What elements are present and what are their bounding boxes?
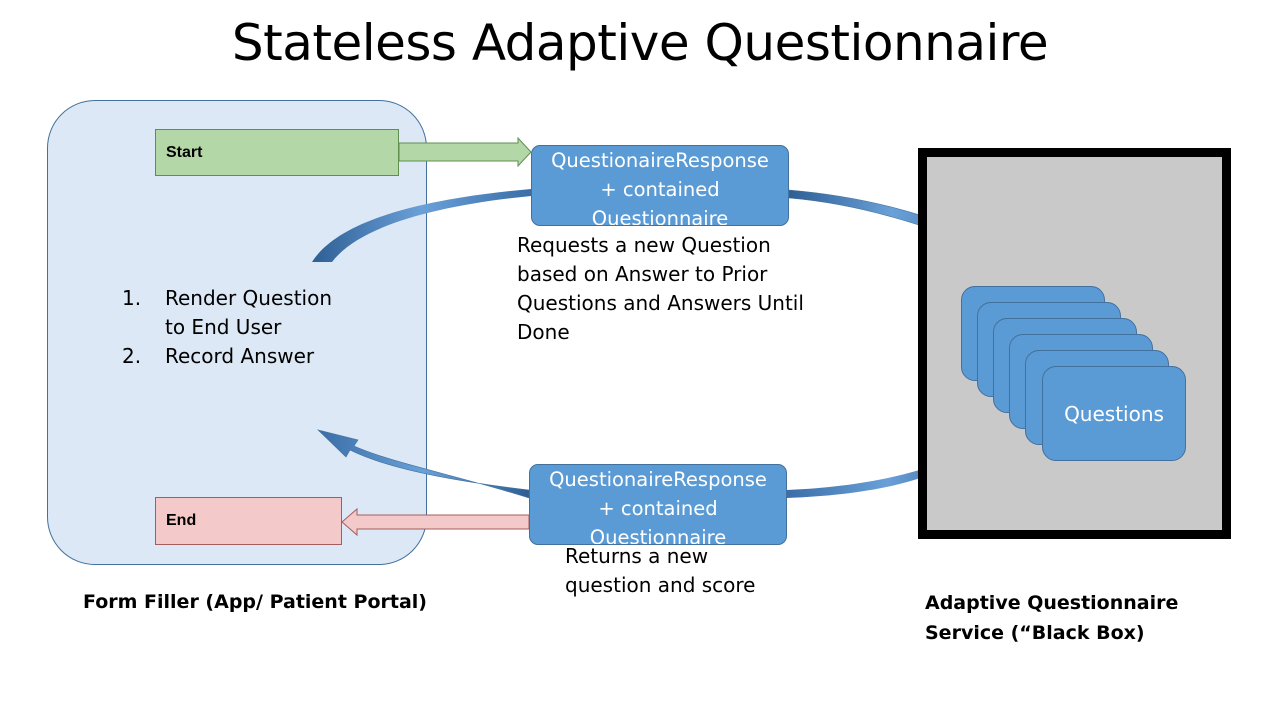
questions-card: Questions [1042, 366, 1186, 461]
message-line: QuestionaireResponse [551, 149, 769, 172]
form-filler-panel [47, 100, 427, 565]
start-arrow [398, 136, 532, 168]
request-caption: Requests a new Question based on Answer … [517, 231, 817, 347]
message-line: Questionnaire [591, 207, 729, 226]
start-box: Start [155, 129, 399, 176]
service-caption: Adaptive Questionnaire Service (“Black B… [925, 588, 1225, 648]
step-text-line: Render Question [165, 286, 333, 310]
step-number: 1. [122, 286, 142, 310]
message-line: + contained [600, 178, 720, 201]
caption-line: Questions and Answers Until [517, 291, 804, 315]
end-box: End [155, 497, 342, 545]
caption-line: based on Answer to Prior [517, 262, 768, 286]
page-title: Stateless Adaptive Questionnaire [231, 14, 1049, 72]
step-text-line: Record Answer [165, 344, 315, 368]
response-message-box: QuestionaireResponse + contained Questio… [529, 464, 787, 545]
request-curve-left [312, 189, 531, 262]
response-caption: Returns a new question and score [565, 542, 785, 600]
request-message-box: QuestionaireResponse + contained Questio… [531, 145, 789, 226]
message-line: Questionnaire [589, 526, 727, 545]
message-line: QuestionaireResponse [549, 468, 767, 491]
step-text-line: to End User [165, 315, 282, 339]
form-filler-caption: Form Filler (App/ Patient Portal) [83, 591, 427, 613]
caption-line: Service (“Black Box) [925, 622, 1145, 644]
steps-list: 1. Render Question to End User 2. Record… [122, 284, 345, 371]
step-item: 2. Record Answer [122, 342, 345, 371]
response-curve-left [316, 429, 530, 499]
caption-line: Done [517, 320, 570, 344]
caption-line: Requests a new Question [517, 233, 771, 257]
caption-line: Returns a new [565, 544, 709, 568]
caption-line: Adaptive Questionnaire [925, 592, 1179, 614]
step-number: 2. [122, 344, 142, 368]
caption-line: question and score [565, 573, 756, 597]
service-black-box: Questions [918, 148, 1231, 539]
end-arrow [341, 507, 530, 537]
message-line: + contained [598, 497, 718, 520]
step-item: 1. Render Question to End User [122, 284, 345, 342]
